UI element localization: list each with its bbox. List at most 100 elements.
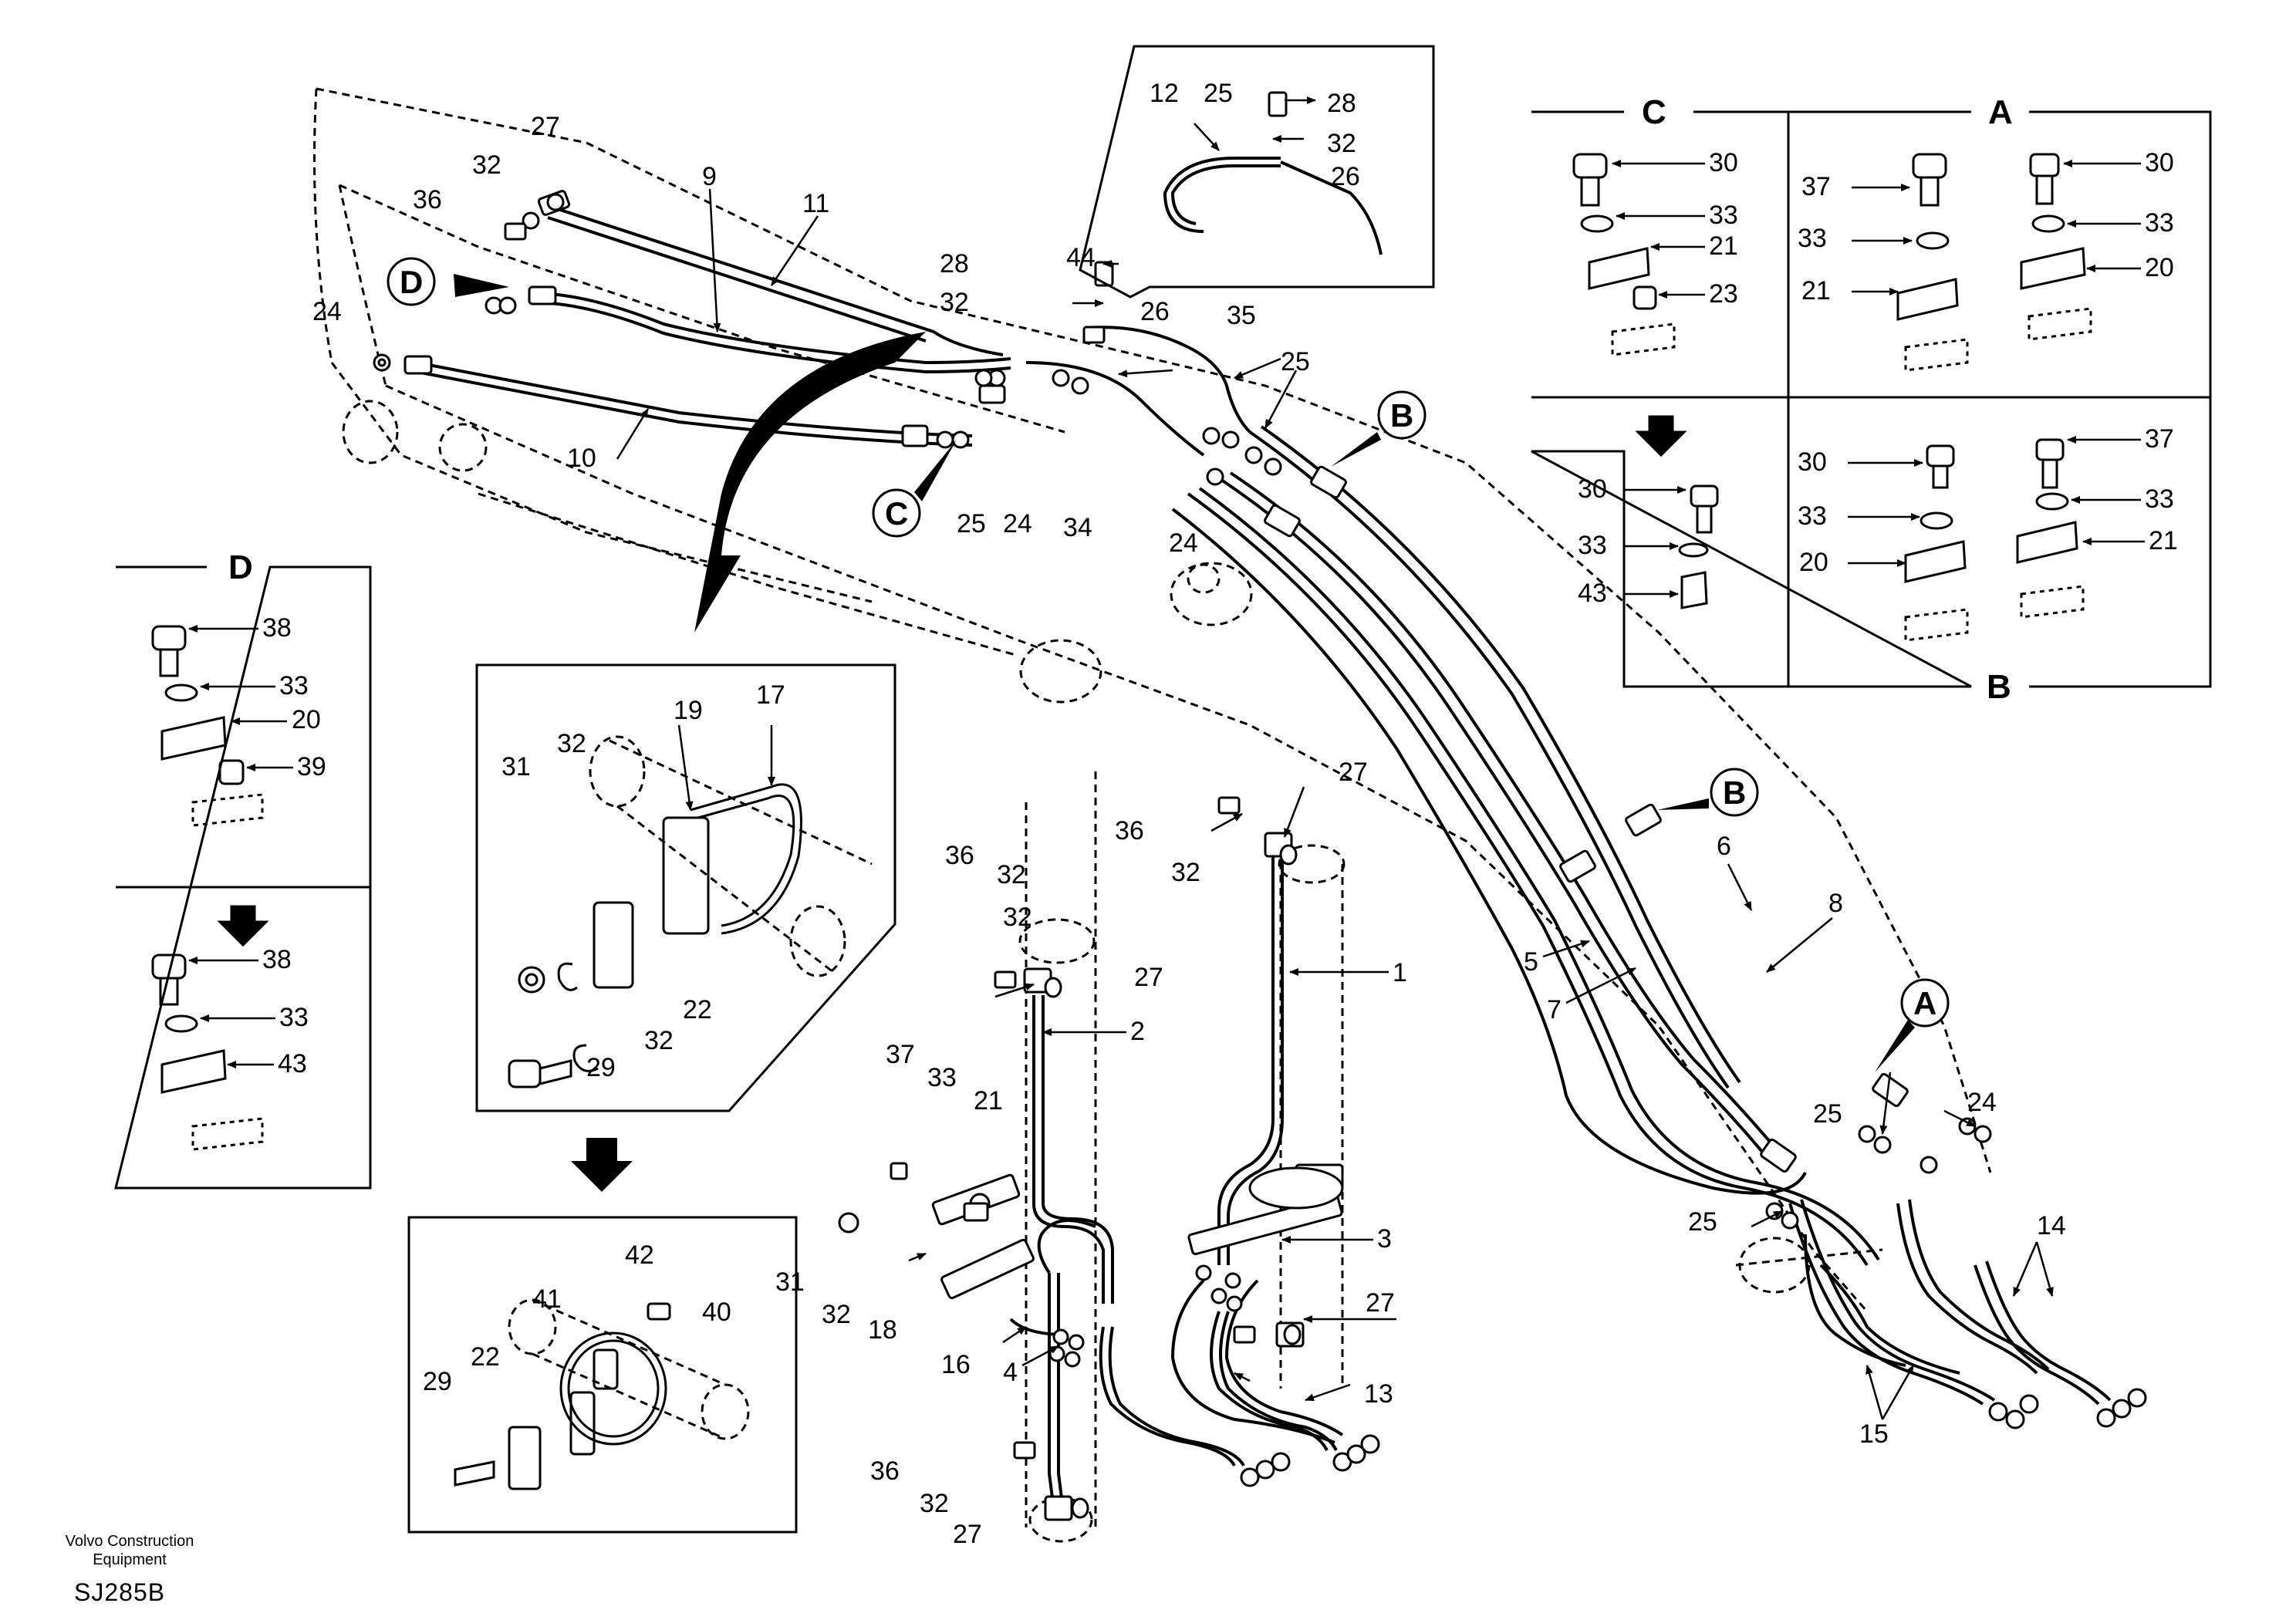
part-label-33-a1: 33 bbox=[1798, 224, 1827, 253]
part-label-24-c: 24 bbox=[1169, 528, 1198, 558]
part-label-40: 40 bbox=[702, 1298, 731, 1327]
panel-leader-arrows bbox=[188, 160, 2145, 1068]
part-label-30-b: 30 bbox=[1798, 447, 1827, 477]
part-label-27-a: 27 bbox=[531, 112, 560, 141]
part-label-26-b: 26 bbox=[1331, 162, 1360, 191]
part-label-25-a: 25 bbox=[957, 509, 986, 538]
part-label-17: 17 bbox=[756, 680, 785, 710]
part-label-32-h: 32 bbox=[1171, 858, 1200, 887]
part-label-32-e: 32 bbox=[644, 1026, 674, 1055]
part-label-31-a: 31 bbox=[501, 752, 531, 781]
clamps-and-fittings bbox=[373, 91, 2147, 1521]
part-label-23: 23 bbox=[1709, 279, 1738, 309]
part-label-26-a: 26 bbox=[1140, 297, 1170, 326]
part-label-29-a: 29 bbox=[586, 1053, 616, 1082]
part-label-32-j: 32 bbox=[920, 1489, 949, 1518]
svg-text:A: A bbox=[1913, 985, 1936, 1021]
part-label-34: 34 bbox=[1063, 513, 1092, 542]
part-label-42: 42 bbox=[625, 1240, 654, 1270]
part-label-30-m: 30 bbox=[1578, 474, 1607, 504]
detail-panel-cab bbox=[1531, 110, 2212, 688]
part-label-5: 5 bbox=[1524, 947, 1538, 977]
svg-text:D: D bbox=[400, 264, 423, 300]
part-label-1: 1 bbox=[1393, 958, 1407, 987]
part-label-25-c: 25 bbox=[1204, 79, 1233, 108]
credit-company: Volvo Construction bbox=[65, 1533, 194, 1550]
panel-title-b: B bbox=[1987, 668, 2011, 706]
part-number-labels: 1 2 3 4 5 6 7 8 9 10 11 12 13 14 15 16 1… bbox=[262, 79, 2178, 1549]
part-label-37-b: 37 bbox=[2145, 424, 2174, 454]
part-label-21-c: 21 bbox=[1709, 231, 1738, 261]
part-label-27-d: 27 bbox=[1366, 1288, 1395, 1318]
part-label-6: 6 bbox=[1717, 832, 1731, 861]
part-label-33-d1: 33 bbox=[279, 671, 309, 700]
part-label-25-b: 25 bbox=[1281, 347, 1310, 376]
part-label-25-d: 25 bbox=[1813, 1099, 1842, 1129]
part-label-33-b2: 33 bbox=[2145, 484, 2174, 514]
part-label-14: 14 bbox=[2037, 1211, 2066, 1240]
part-label-38-a: 38 bbox=[262, 613, 292, 643]
part-label-4: 4 bbox=[1003, 1358, 1018, 1387]
part-label-36-c: 36 bbox=[945, 841, 974, 870]
part-label-33-main: 33 bbox=[927, 1063, 957, 1092]
panel-titles: D C A B bbox=[228, 93, 2013, 706]
part-label-21-a: 21 bbox=[1801, 276, 1831, 305]
part-label-25-e: 25 bbox=[1688, 1207, 1717, 1237]
part-label-20-b: 20 bbox=[1799, 548, 1828, 577]
curved-pointer-arrow bbox=[571, 332, 926, 1192]
part-label-33-c: 33 bbox=[1709, 201, 1738, 230]
part-label-38-b: 38 bbox=[262, 945, 292, 974]
detail-panel-clamp-40 bbox=[407, 1216, 798, 1534]
part-label-7: 7 bbox=[1547, 995, 1562, 1024]
part-label-41: 41 bbox=[532, 1284, 562, 1314]
callout-c: C bbox=[872, 440, 957, 538]
part-label-43-d: 43 bbox=[278, 1049, 307, 1078]
part-label-36-a: 36 bbox=[413, 185, 442, 214]
part-label-20-a: 20 bbox=[2145, 253, 2174, 282]
part-label-32-c: 32 bbox=[1327, 129, 1356, 158]
part-label-44: 44 bbox=[1066, 243, 1096, 272]
circled-callouts: D C B B A bbox=[387, 257, 1950, 1072]
part-label-32-b: 32 bbox=[940, 288, 969, 317]
part-label-11: 11 bbox=[802, 189, 829, 218]
hoses-and-pipes bbox=[416, 157, 2112, 1505]
part-label-22: 22 bbox=[683, 995, 712, 1024]
panel-title-c: C bbox=[1642, 93, 1666, 131]
part-label-8: 8 bbox=[1828, 889, 1843, 918]
part-label-33-m: 33 bbox=[1578, 531, 1607, 560]
part-label-27-b: 27 bbox=[1339, 758, 1368, 787]
part-label-24-d: 24 bbox=[1967, 1088, 1997, 1117]
part-label-35: 35 bbox=[1227, 301, 1256, 330]
part-label-21-main: 21 bbox=[974, 1086, 1003, 1115]
part-label-30-a: 30 bbox=[2145, 148, 2174, 177]
part-label-24-a: 24 bbox=[312, 297, 342, 326]
part-label-2: 2 bbox=[1130, 1017, 1145, 1046]
part-label-33-a2: 33 bbox=[2145, 208, 2174, 238]
part-label-31-b: 31 bbox=[775, 1267, 805, 1297]
credit-division: Equipment bbox=[93, 1551, 167, 1568]
leader-lines bbox=[616, 96, 2054, 1420]
panel-title-a: A bbox=[1988, 93, 2013, 131]
part-label-27-e: 27 bbox=[953, 1520, 982, 1549]
detail-panel-clamp-17 bbox=[475, 663, 896, 1112]
part-label-30-c: 30 bbox=[1709, 148, 1738, 177]
svg-text:C: C bbox=[885, 495, 908, 532]
part-label-13: 13 bbox=[1364, 1379, 1393, 1409]
part-label-39: 39 bbox=[297, 752, 326, 781]
part-label-32-i: 32 bbox=[822, 1300, 851, 1329]
part-label-10: 10 bbox=[567, 444, 596, 473]
part-label-32-g: 32 bbox=[1003, 903, 1032, 932]
part-label-27-c: 27 bbox=[1134, 963, 1163, 992]
detail-panel-d bbox=[114, 565, 372, 1190]
callout-d: D bbox=[387, 257, 509, 306]
part-label-33-d2: 33 bbox=[279, 1003, 309, 1032]
callout-b-upper: B bbox=[1331, 390, 1427, 467]
part-label-21-b: 21 bbox=[2149, 526, 2178, 555]
panel-title-d: D bbox=[228, 548, 253, 586]
part-label-36-b: 36 bbox=[1115, 816, 1144, 845]
part-label-3: 3 bbox=[1377, 1224, 1392, 1254]
part-label-43-m: 43 bbox=[1578, 579, 1607, 608]
part-label-28-a: 28 bbox=[940, 249, 969, 278]
part-label-36-d: 36 bbox=[870, 1456, 900, 1486]
